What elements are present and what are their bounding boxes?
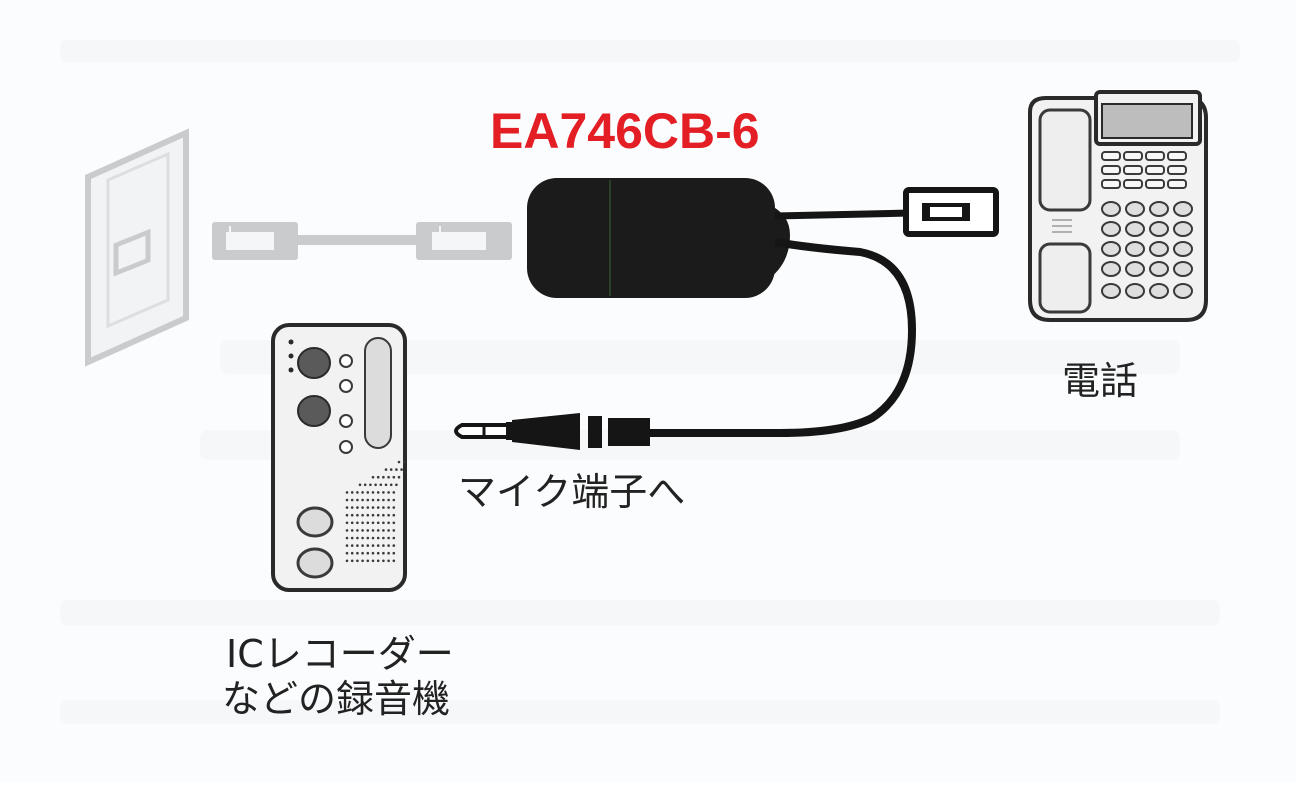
adapter-body-icon <box>527 178 790 298</box>
telephone-speaker-grille <box>1052 219 1072 233</box>
mic-plug-icon <box>454 413 650 450</box>
mic-cable-icon <box>650 238 917 437</box>
model-label: EA746CB-6 <box>490 103 760 159</box>
telephone-function-keys <box>1101 151 1187 189</box>
telephone-icon <box>1028 90 1208 322</box>
phone-cable-icon <box>774 187 999 237</box>
telephone-keypad <box>1101 201 1193 299</box>
recorder-speaker-grille <box>345 460 406 563</box>
recorder-label-line2: などの録音機 <box>222 677 450 721</box>
mic-terminal-label: マイク端子へ <box>458 470 685 514</box>
recorder-label-line1: ICレコーダー <box>226 632 454 676</box>
phone-label: 電話 <box>1062 359 1138 403</box>
line-cable-icon <box>212 222 512 260</box>
wall-jack-icon <box>85 128 189 367</box>
ic-recorder-icon <box>271 323 407 592</box>
background-faint-texture <box>60 40 1240 724</box>
